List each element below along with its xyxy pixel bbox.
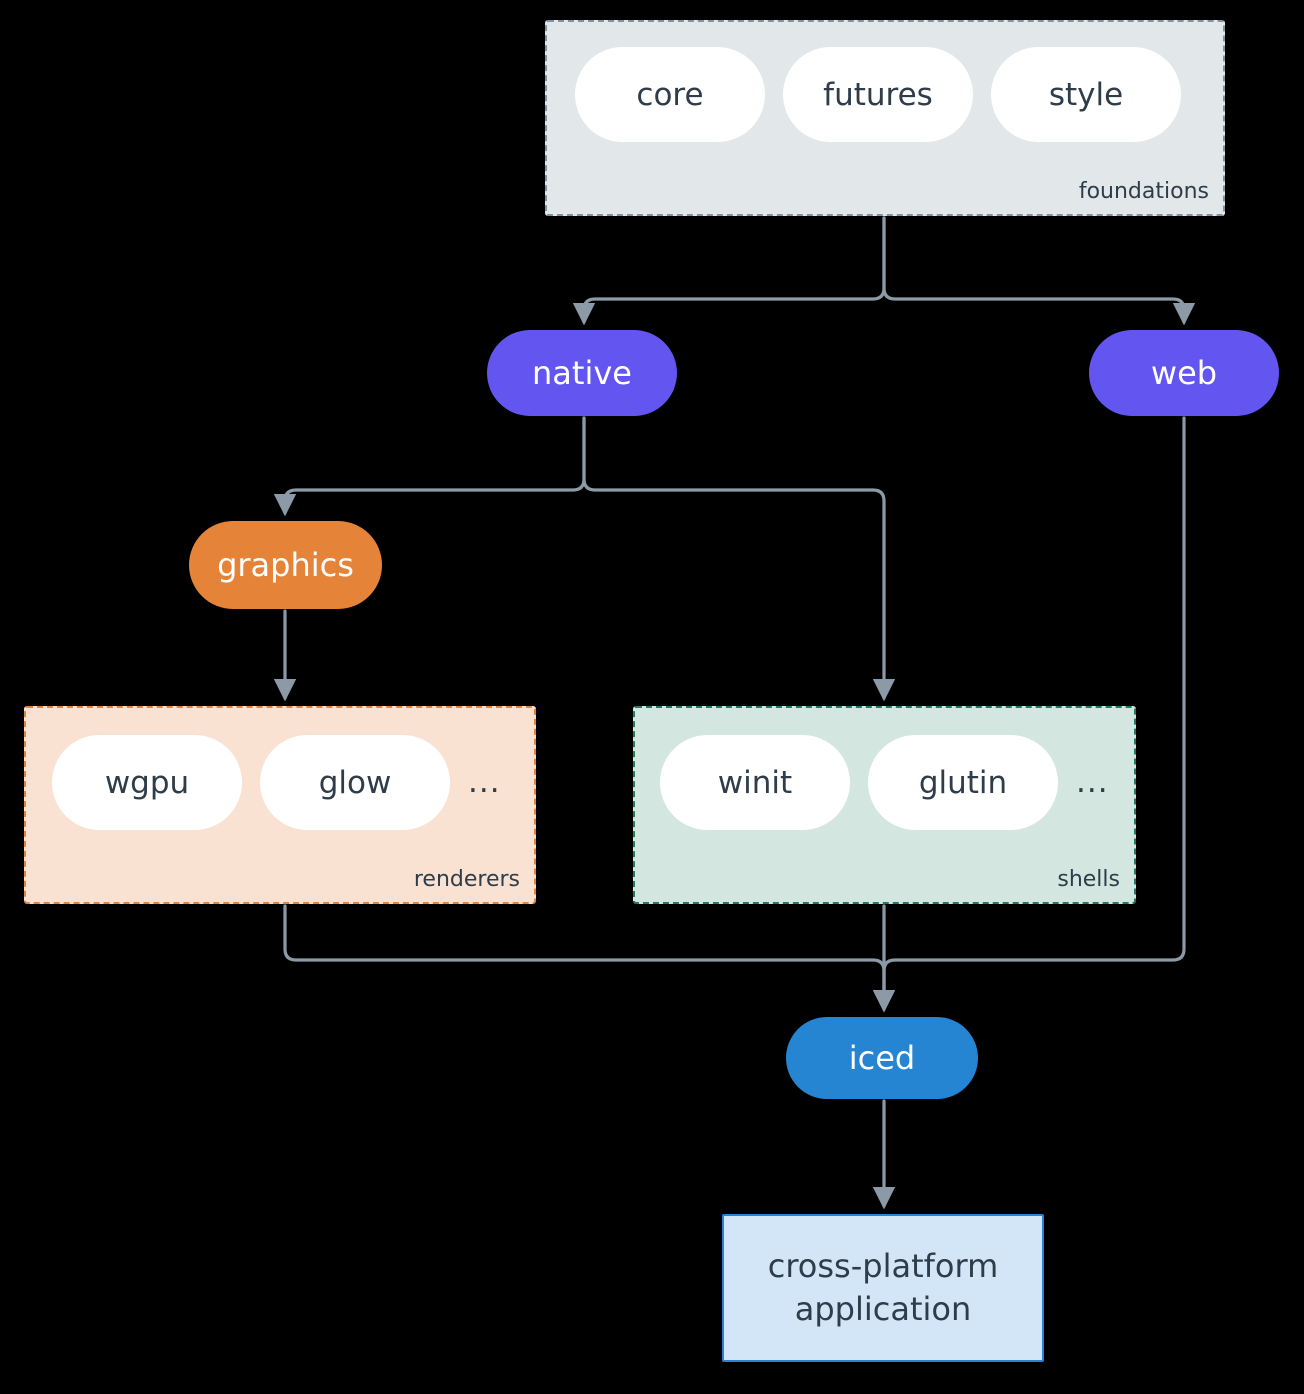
cluster-shells-label: shells [1057,867,1120,892]
edge-renderers-to-iced [283,904,896,1013]
application-line-2: application [794,1290,972,1328]
cluster-renderers: wgpu glow ... renderers [24,706,536,904]
application-line-1: cross-platform [767,1246,999,1285]
renderers-ellipsis: ... [468,764,501,800]
cluster-renderers-label: renderers [413,867,520,892]
node-cross-platform-application[interactable]: cross-platform application [722,1214,1044,1362]
edge-native-to-shells [582,416,896,702]
cluster-foundations-label: foundations [1078,179,1209,204]
cluster-foundations-nodes: core futures style [547,22,1223,142]
cluster-shells: winit glutin ... shells [633,706,1136,904]
cluster-renderers-nodes: wgpu glow ... [26,708,534,830]
edge-native-to-graphics [273,416,586,517]
node-graphics[interactable]: graphics [189,521,382,609]
node-wgpu[interactable]: wgpu [52,735,242,830]
edge-foundations-to-native [572,216,886,326]
node-winit[interactable]: winit [660,735,850,830]
edge-foundations-to-web [882,216,1196,326]
node-iced[interactable]: iced [786,1017,978,1099]
cluster-foundations: core futures style foundations [545,20,1225,216]
node-glow[interactable]: glow [260,735,450,830]
node-glutin[interactable]: glutin [868,735,1058,830]
node-web[interactable]: web [1089,330,1279,416]
node-style[interactable]: style [991,47,1181,142]
shells-ellipsis: ... [1076,764,1109,800]
node-native[interactable]: native [487,330,677,416]
cluster-shells-nodes: winit glutin ... [635,708,1134,830]
node-futures[interactable]: futures [783,47,973,142]
node-core[interactable]: core [575,47,765,142]
